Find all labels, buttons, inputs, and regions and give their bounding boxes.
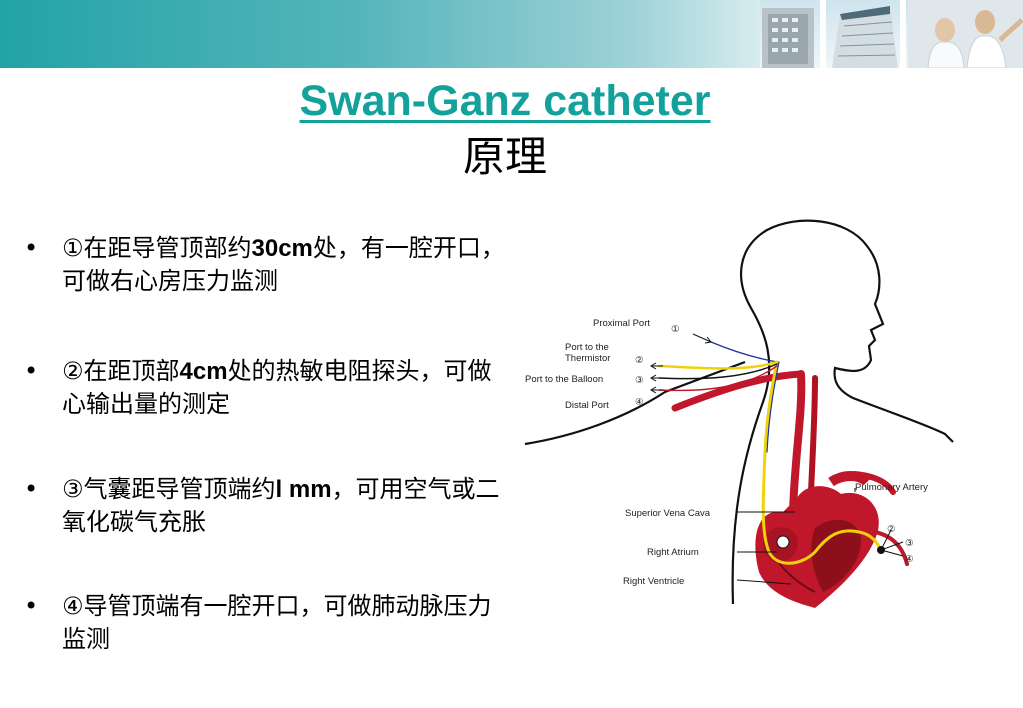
- marker-4-icon: ④: [635, 397, 644, 408]
- bullet-text: 处的热敏电阻探头，可做心输出量的测定: [62, 357, 492, 418]
- header-photo: [760, 0, 1023, 68]
- shoulder-outline: [524, 360, 746, 446]
- marker-1-icon: ①: [671, 324, 680, 335]
- bullet-dot-icon: •: [24, 592, 39, 620]
- label-port-thermistor: Port to the: [565, 342, 609, 353]
- marker-3-icon: ③: [635, 375, 644, 386]
- bullet-number: 30cm: [251, 235, 313, 262]
- tip-marker-3-icon: ③: [905, 538, 914, 549]
- bullet-item: • ④导管顶端有一腔开口，可做肺动脉压力监测: [18, 590, 513, 656]
- label-port-balloon: Port to the Balloon: [525, 374, 603, 385]
- heart: [755, 471, 879, 608]
- tip-marker-4-icon: ④: [905, 554, 914, 565]
- label-superior-vena-cava: Superior Vena Cava: [625, 508, 711, 519]
- bullet-dot-icon: •: [24, 234, 39, 262]
- arrows: [650, 333, 904, 585]
- body-outline: [731, 219, 954, 605]
- bullet-number: 4cm: [179, 358, 228, 385]
- bullet-item: • ③气囊距导管顶端约l mm，可用空气或二氧化碳气充胀: [18, 473, 513, 539]
- bullet-text: ③气囊距导管顶端约: [62, 475, 276, 503]
- label-proximal-port: Proximal Port: [593, 318, 650, 329]
- label-right-ventricle: Right Ventricle: [623, 576, 684, 587]
- label-right-atrium: Right Atrium: [647, 547, 699, 558]
- label-pulmonary-artery: Pulmonary Artery: [855, 482, 928, 493]
- bullet-text: ①在距导管顶部约: [62, 234, 252, 262]
- bullet-number: l mm: [275, 476, 332, 503]
- vessels: [671, 370, 909, 566]
- label-distal-port: Distal Port: [565, 400, 609, 411]
- catheter: [657, 341, 883, 565]
- catheter-diagram: Proximal Port Port to the Thermistor Por…: [524, 219, 954, 608]
- balloon-icon: [776, 535, 790, 549]
- bullet-dot-icon: •: [24, 475, 39, 503]
- title-english: Swan-Ganz catheter: [299, 77, 711, 125]
- bullet-item: • ①在距导管顶部约30cm处，有一腔开口，可做右心房压力监测: [18, 232, 513, 298]
- hospital-photo-icon: [762, 0, 1023, 68]
- bullet-dot-icon: •: [24, 357, 39, 385]
- bullet-text: ，可用空气或二氧化碳气充胀: [62, 475, 500, 536]
- bullet-text: ②在距顶部: [62, 357, 180, 385]
- label-port-thermistor: Thermistor: [565, 353, 610, 364]
- bullet-text: 处，有一腔开口，可做右心房压力监测: [62, 234, 505, 295]
- bullet-item: • ②在距顶部4cm处的热敏电阻探头，可做心输出量的测定: [18, 355, 513, 421]
- tip-marker-2-icon: ②: [887, 524, 896, 535]
- marker-2-icon: ②: [635, 355, 644, 366]
- title-chinese: 原理: [462, 132, 547, 181]
- slide-title: Swan-Ganz catheter 原理: [0, 75, 1010, 185]
- bullet-text: ④导管顶端有一腔开口，可做肺动脉压力监测: [62, 592, 492, 653]
